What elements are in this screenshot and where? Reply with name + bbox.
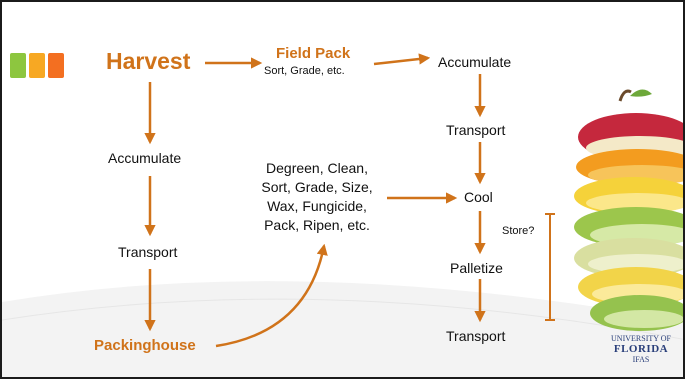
node-packinghouse-process: Degreen, Clean, Sort, Grade, Size, Wax, …	[248, 159, 386, 235]
node-cool: Cool	[464, 189, 493, 205]
arrow-fieldpack-to-accumulate	[373, 53, 431, 66]
process-line: Sort, Grade, Size,	[261, 179, 373, 195]
green-square	[10, 53, 26, 78]
node-transport-left: Transport	[118, 244, 178, 260]
logo-university-of: UNIVERSITY OF	[611, 334, 671, 343]
decorative-squares	[10, 53, 64, 78]
logo-ifas: IFAS	[632, 355, 650, 364]
uf-ifas-logo: UNIVERSITY OF FLORIDA IFAS	[608, 334, 674, 374]
node-accumulate-left: Accumulate	[108, 150, 182, 166]
process-line: Wax, Fungicide,	[267, 198, 367, 214]
yellow-square	[29, 53, 45, 78]
store-bracket	[545, 213, 555, 321]
node-field-pack: Field Pack	[276, 45, 351, 62]
node-accumulate-right: Accumulate	[438, 54, 512, 70]
node-packinghouse: Packinghouse	[94, 337, 196, 354]
node-transport-right-2: Transport	[446, 328, 506, 344]
orange-square	[48, 53, 64, 78]
process-line: Pack, Ripen, etc.	[264, 217, 370, 233]
node-harvest: Harvest	[106, 48, 191, 74]
node-store: Store?	[502, 225, 535, 237]
node-transport-right-1: Transport	[446, 122, 506, 138]
node-palletize: Palletize	[450, 260, 503, 276]
node-field-pack-subtitle: Sort, Grade, etc.	[264, 65, 345, 77]
arrow-packinghouse-to-process	[215, 243, 328, 348]
process-line: Degreen, Clean,	[266, 160, 368, 176]
logo-florida: FLORIDA	[613, 343, 669, 355]
